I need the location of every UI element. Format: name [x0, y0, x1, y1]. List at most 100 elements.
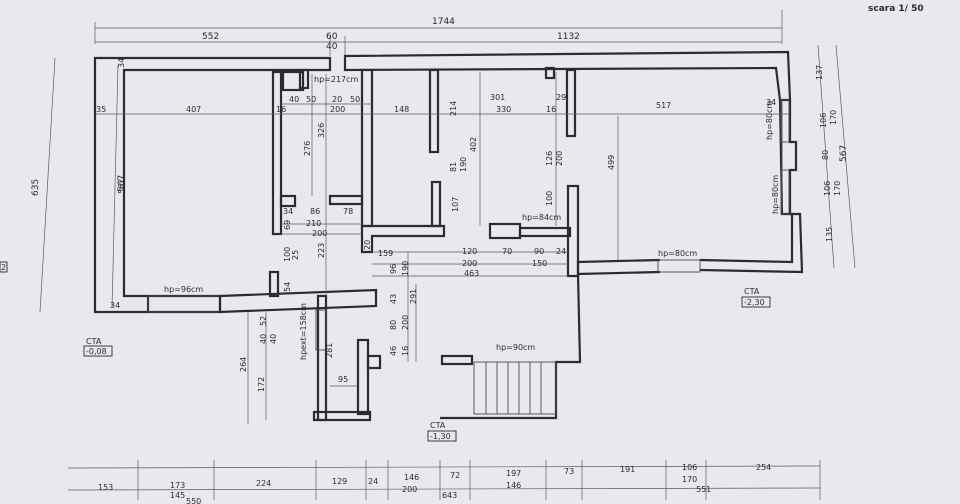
label-80: 80 — [389, 320, 398, 330]
left-dimensions: 635 567 2 — [0, 57, 127, 313]
label-330: 330 — [496, 105, 511, 114]
window-right-bottom — [780, 169, 790, 215]
label-hp96: hp=96cm — [164, 285, 203, 294]
dim-right-b: 106 — [819, 113, 828, 128]
label-126: 126 — [545, 151, 554, 166]
bottom-dim-3: 224 — [256, 479, 271, 488]
label-50b: 50 — [350, 95, 360, 104]
cta-label-1: CTA — [86, 337, 102, 346]
label-159: 159 — [378, 249, 393, 258]
label-hp90: hp=90cm — [496, 343, 535, 352]
label-69: 69 — [283, 220, 292, 230]
label-35: 35 — [96, 105, 106, 114]
dim-mid-top: 60 — [326, 32, 338, 42]
dim-mid-b-top: 40 — [326, 42, 338, 52]
label-223: 223 — [317, 243, 326, 258]
label-463: 463 — [464, 269, 479, 278]
label-40: 40 — [289, 95, 299, 104]
bottom-dim-8: 197 — [506, 469, 521, 478]
bottom-dim-row3-3: 551 — [696, 485, 711, 494]
window-right-top — [780, 99, 790, 143]
bottom-dim-row2-4: 170 — [682, 475, 697, 484]
cta-value-3: -2,30 — [744, 298, 765, 307]
bottom-dim-6: 146 — [404, 473, 419, 482]
label-34c: 34 — [283, 207, 293, 216]
label-200c: 200 — [462, 259, 477, 268]
dim-right-e: 106 — [823, 181, 832, 196]
dim-right-c: 170 — [829, 110, 838, 125]
label-16b: 16 — [401, 346, 410, 356]
label-34-top: 34 — [117, 58, 126, 68]
bottom-dim-row2-2: 200 — [402, 485, 417, 494]
dim-right-d: 80 — [821, 150, 830, 160]
dim-left-top: 552 — [202, 32, 219, 42]
bottom-dim-7: 72 — [450, 471, 460, 480]
dim-total-top: 1744 — [432, 17, 455, 27]
bottom-dim-2: 173 — [170, 481, 185, 490]
interior-guides — [95, 72, 790, 424]
label-326: 326 — [317, 123, 326, 138]
label-200-mid: 200 — [555, 151, 564, 166]
cta-value-1: -0,08 — [86, 347, 107, 356]
label-81: 81 — [449, 162, 458, 172]
cta-value-2: -1,30 — [430, 432, 451, 441]
label-34d: 34 — [110, 301, 120, 310]
label-301: 301 — [490, 93, 505, 102]
cta-label-2: CTA — [430, 421, 446, 430]
label-148: 148 — [394, 105, 409, 114]
bottom-dim-row2-1: 145 — [170, 491, 185, 500]
label-499: 499 — [607, 155, 616, 170]
edge-mark: 2 — [1, 263, 6, 272]
label-291: 291 — [409, 289, 418, 304]
label-16a: 16 — [276, 105, 286, 114]
label-78: 78 — [343, 207, 353, 216]
label-50a: 50 — [306, 95, 316, 104]
right-dimensions: 137 106 170 80 106 170 135 567 — [815, 44, 856, 269]
dim-right-a: 137 — [815, 65, 824, 80]
label-567: 567 — [117, 179, 126, 194]
dim-right-f: 170 — [833, 181, 842, 196]
label-407: 407 — [186, 105, 201, 114]
label-100b: 100 — [283, 247, 292, 262]
label-20: 20 — [332, 95, 342, 104]
label-276: 276 — [303, 141, 312, 156]
label-190b: 190 — [401, 261, 410, 276]
label-200b: 200 — [312, 229, 327, 238]
label-29: 29 — [556, 93, 566, 102]
bottom-dim-4: 129 — [332, 477, 347, 486]
outer-walls — [93, 50, 804, 314]
bottom-dim-11: 106 — [682, 463, 697, 472]
label-20b: 20 — [363, 240, 372, 250]
bottom-dim-5: 24 — [368, 477, 378, 486]
label-25: 25 — [291, 250, 300, 260]
label-172: 172 — [257, 377, 266, 392]
label-200d: 200 — [401, 315, 410, 330]
label-70: 70 — [502, 247, 512, 256]
label-264: 264 — [239, 357, 248, 372]
bottom-dimensions: 153 173 224 129 24 146 72 197 73 191 106… — [67, 460, 821, 504]
label-210: 210 — [306, 219, 321, 228]
label-hpext: hpext=158cm — [299, 303, 308, 360]
bottom-dim-row3-2: 643 — [442, 491, 457, 500]
dim-left-inner: 567 — [117, 175, 127, 192]
label-hp217: hp=217cm — [314, 75, 359, 84]
label-90: 90 — [534, 247, 544, 256]
label-107: 107 — [451, 197, 460, 212]
label-hp84: hp=84cm — [522, 213, 561, 222]
level-markers: CTA -0,08 CTA -1,30 CTA -2,30 — [83, 287, 771, 442]
label-46: 46 — [389, 346, 398, 356]
label-34b: 34 — [766, 98, 776, 107]
label-281: 281 — [325, 343, 334, 358]
label-214: 214 — [449, 101, 458, 116]
label-150: 150 — [532, 259, 547, 268]
window-entrance — [315, 309, 327, 351]
top-dimensions: 1744 552 60 40 1132 — [94, 10, 783, 56]
bottom-dim-12: 254 — [756, 463, 771, 472]
label-54: 54 — [283, 282, 292, 292]
scale-label: scara 1/ 50 — [868, 4, 924, 14]
label-86: 86 — [310, 207, 320, 216]
label-hp80-right-bottom: hp=80cm — [771, 175, 780, 214]
bottom-dim-row3-1: 550 — [186, 497, 201, 504]
label-517: 517 — [656, 101, 671, 110]
